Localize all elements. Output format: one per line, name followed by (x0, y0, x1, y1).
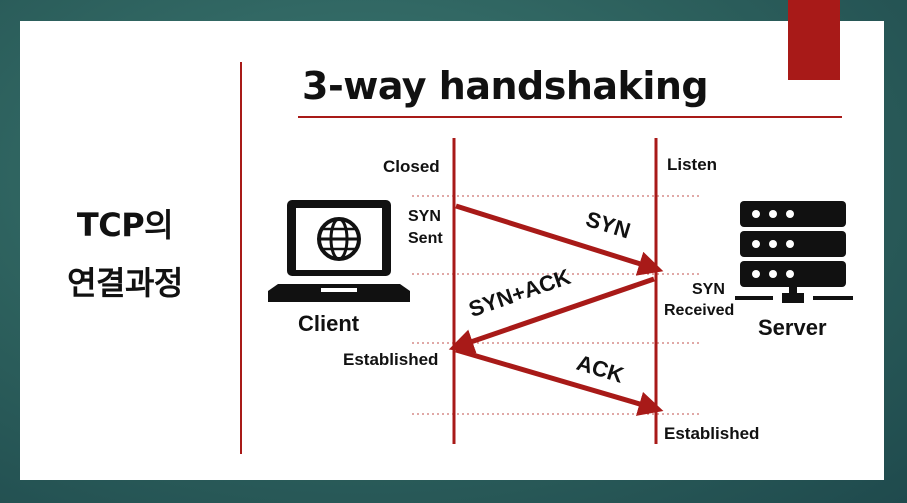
client-state-syn-sent-line2: Sent (408, 230, 443, 247)
client-state-established: Established (343, 350, 439, 369)
accent-tab (788, 0, 840, 80)
title-underline (298, 116, 842, 118)
server-label: Server (758, 315, 827, 340)
server-rack-icon (735, 201, 853, 303)
server-state-listen: Listen (667, 155, 718, 174)
vertical-divider (240, 62, 242, 454)
client-state-syn-sent-line1: SYN (408, 208, 441, 225)
laptop-globe-icon (268, 200, 410, 302)
server-state-syn-received-line2: Received (664, 302, 735, 319)
syn-message-label: SYN (583, 206, 634, 243)
syn-arrow (455, 203, 664, 276)
left-title-line1: TCP의 (76, 206, 174, 244)
syn-ack-arrow (448, 276, 655, 354)
server-state-established: Established (664, 424, 760, 443)
client-state-closed: Closed (383, 157, 440, 176)
ack-arrow (455, 347, 664, 416)
left-title-line2: 연결과정 (67, 264, 183, 302)
main-title: 3-way handshaking (302, 64, 709, 108)
client-label: Client (298, 311, 360, 336)
server-state-syn-received-line1: SYN (692, 281, 725, 298)
ack-message-label: ACK (574, 350, 627, 388)
